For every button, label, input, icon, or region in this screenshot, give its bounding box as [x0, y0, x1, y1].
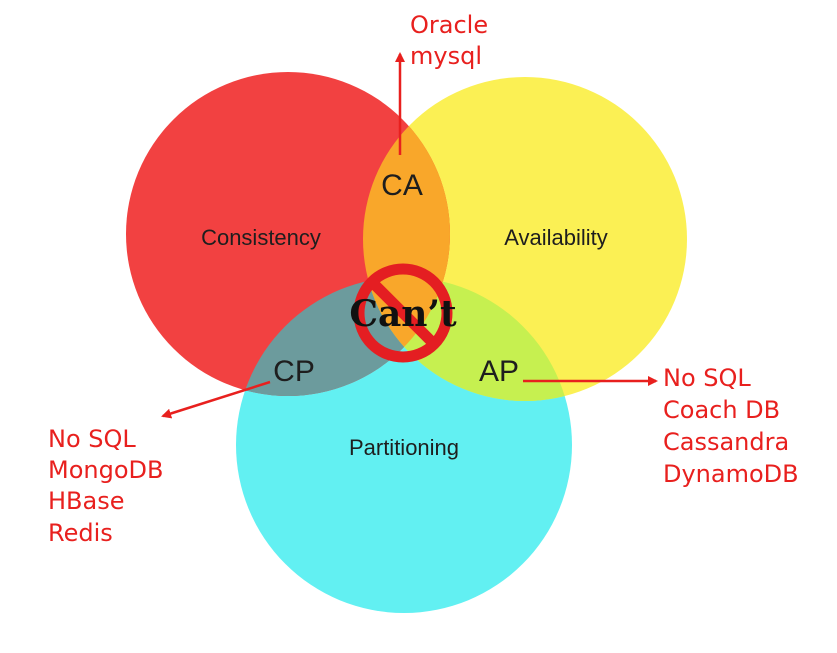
annotation-line: MongoDB	[48, 456, 163, 484]
annotation-line: HBase	[48, 487, 125, 515]
annotation-line: No SQL	[663, 364, 751, 392]
partitioning-label: Partitioning	[349, 435, 459, 460]
no-entry-icon	[353, 263, 453, 363]
cp-annotation: No SQL MongoDB HBase Redis	[48, 425, 163, 547]
ca-annotation: Oracle mysql	[410, 11, 488, 70]
annotation-line: Redis	[48, 519, 113, 547]
annotation-line: Coach DB	[663, 396, 780, 424]
consistency-label: Consistency	[201, 225, 321, 250]
annotation-line: Cassandra	[663, 428, 789, 456]
annotation-line: DynamoDB	[663, 460, 799, 488]
cp-arrow	[161, 380, 271, 419]
cp-overlap	[236, 277, 450, 396]
ap-annotation: No SQL Coach DB Cassandra DynamoDB	[663, 364, 799, 488]
ca-label: CA	[381, 169, 423, 202]
ap-overlap	[363, 277, 572, 401]
cant-label: Can’t	[349, 293, 457, 335]
ap-label: AP	[479, 355, 519, 388]
annotation-line: mysql	[410, 42, 482, 70]
annotation-line: No SQL	[48, 425, 136, 453]
availability-label: Availability	[504, 225, 608, 250]
cp-label: CP	[273, 355, 315, 388]
annotation-line: Oracle	[410, 11, 488, 39]
